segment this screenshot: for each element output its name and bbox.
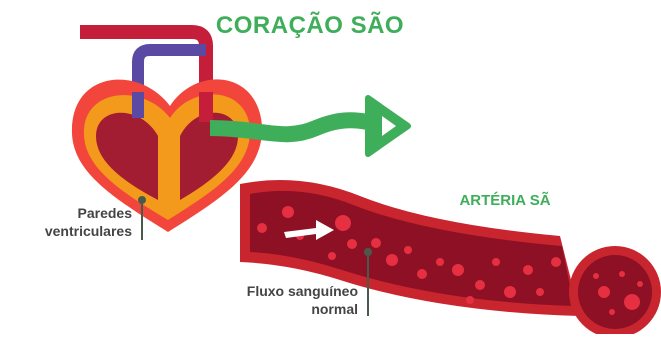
- walls-label-line-2: ventriculares: [0, 222, 132, 240]
- blood-cell: [536, 288, 544, 296]
- flow-label-line-2: normal: [190, 300, 358, 318]
- blood-cell: [523, 265, 533, 275]
- walls-label-line-1: Paredes: [0, 204, 132, 222]
- blood-cell: [492, 258, 500, 266]
- blood-cell: [257, 223, 267, 233]
- blood-cell: [417, 269, 427, 279]
- blood-cell: [598, 286, 610, 298]
- flow-arrow-tail: [210, 120, 388, 134]
- blood-cell: [371, 238, 381, 248]
- blood-cell: [624, 294, 640, 310]
- artery-title: ARTÉRIA SÃ: [430, 192, 580, 209]
- blood-cell: [282, 206, 294, 218]
- flow-label-line-1: Fluxo sanguíneo: [190, 282, 358, 300]
- walls-leader-dot: [138, 196, 146, 204]
- blood-cell: [452, 264, 464, 276]
- blood-cell: [347, 239, 357, 249]
- blood-cell: [504, 286, 516, 298]
- blood-cell: [475, 280, 485, 290]
- blood-cell: [335, 215, 351, 231]
- blood-cell: [328, 252, 336, 260]
- artery-cross-section: [569, 246, 661, 334]
- blood-cell: [404, 246, 412, 254]
- vein-root: [132, 92, 144, 118]
- ventricular-walls-label: Paredes ventriculares: [0, 204, 132, 240]
- diagram-title: CORAÇÃO SÃO: [200, 12, 420, 40]
- blood-cell: [593, 273, 599, 279]
- blood-cell: [551, 257, 561, 267]
- cross-section-lumen: [578, 255, 652, 329]
- blood-cell: [436, 258, 444, 266]
- blood-cell: [619, 271, 625, 277]
- aorta-root: [199, 92, 213, 122]
- blood-cell: [466, 296, 474, 304]
- blood-flow-label: Fluxo sanguíneo normal: [190, 282, 358, 318]
- blood-cell: [386, 254, 398, 266]
- blood-cell: [637, 281, 643, 287]
- flow-leader-dot: [364, 248, 372, 256]
- blood-cell: [609, 309, 615, 315]
